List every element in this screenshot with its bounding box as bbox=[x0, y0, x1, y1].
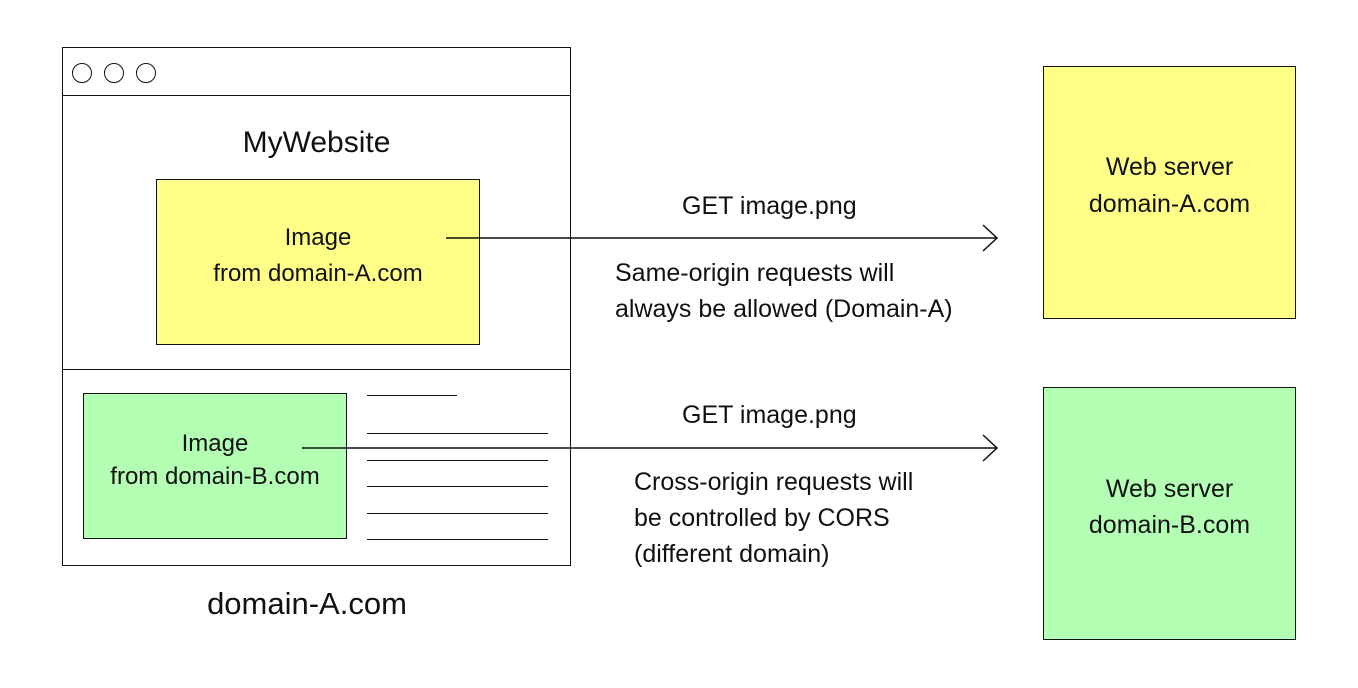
same-origin-request-label: GET image.png bbox=[682, 192, 857, 220]
web-server-domain-a: Web server domain-A.com bbox=[1043, 66, 1296, 319]
cross-origin-note-line-2: be controlled by CORS bbox=[634, 504, 890, 532]
cross-origin-note-line-3: (different domain) bbox=[634, 540, 830, 568]
same-origin-arrowhead-icon bbox=[982, 224, 999, 252]
placeholder-text-line bbox=[367, 513, 548, 514]
browser-domain-caption: domain-A.com bbox=[207, 586, 407, 621]
placeholder-text-line bbox=[367, 539, 548, 540]
image-b-source: from domain-B.com bbox=[110, 463, 320, 490]
placeholder-text-line bbox=[367, 486, 548, 487]
cross-origin-arrowhead-icon bbox=[982, 434, 999, 462]
window-control-circle-icon bbox=[136, 63, 156, 83]
browser-titlebar bbox=[63, 48, 570, 96]
image-b-label: Image bbox=[181, 430, 249, 457]
window-control-circle-icon bbox=[104, 63, 124, 83]
placeholder-text-line bbox=[367, 395, 457, 396]
image-a-label: Image bbox=[284, 224, 352, 251]
image-from-domain-a: Image from domain-A.com bbox=[156, 179, 480, 345]
cross-origin-note-line-1: Cross-origin requests will bbox=[634, 468, 914, 496]
same-origin-note-line-1: Same-origin requests will bbox=[615, 259, 895, 287]
placeholder-text-line bbox=[367, 460, 548, 461]
server-b-title: Web server bbox=[1105, 475, 1234, 503]
browser-window: MyWebsite Image from domain-A.com Image … bbox=[62, 47, 571, 566]
placeholder-text-line bbox=[367, 433, 548, 434]
server-a-domain: domain-A.com bbox=[1088, 190, 1251, 218]
image-from-domain-b: Image from domain-B.com bbox=[83, 393, 347, 539]
server-a-title: Web server bbox=[1105, 153, 1234, 181]
site-title: MyWebsite bbox=[242, 126, 391, 159]
cross-origin-request-label: GET image.png bbox=[682, 401, 857, 429]
image-a-source: from domain-A.com bbox=[213, 260, 423, 287]
web-server-domain-b: Web server domain-B.com bbox=[1043, 387, 1296, 640]
same-origin-note-line-2: always be allowed (Domain-A) bbox=[615, 295, 953, 323]
section-divider bbox=[63, 369, 570, 370]
server-b-domain: domain-B.com bbox=[1088, 511, 1251, 539]
window-control-circle-icon bbox=[72, 63, 92, 83]
